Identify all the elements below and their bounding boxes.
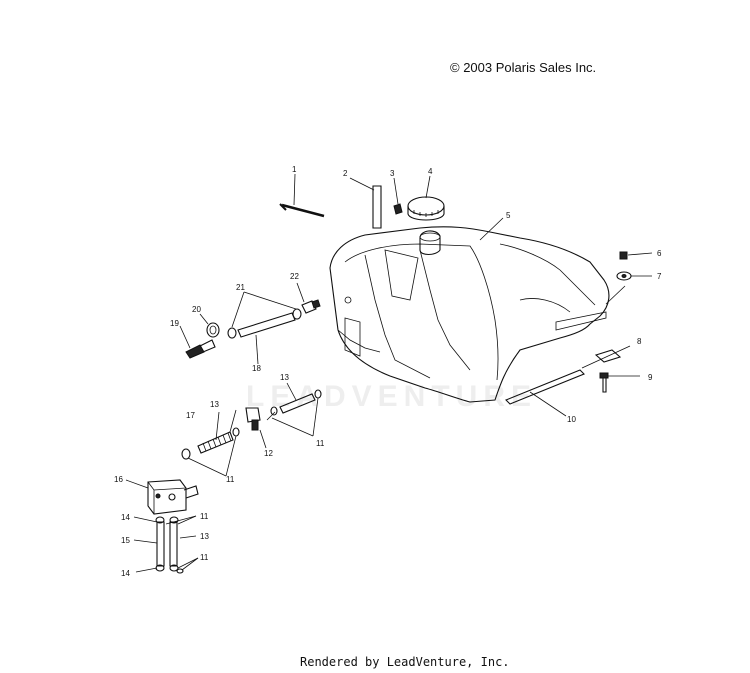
callout-15: 15: [121, 536, 130, 545]
filter-part-20[interactable]: [206, 322, 220, 338]
callout-11b: 11: [226, 475, 235, 484]
fitting-part-19[interactable]: [185, 339, 216, 359]
watermark-text: LEADVENTURE: [246, 380, 538, 413]
callout-6: 6: [657, 249, 662, 258]
callout-11c: 11: [200, 512, 209, 521]
callout-18: 18: [252, 364, 261, 373]
callout-8: 8: [637, 337, 642, 346]
fuel-line-part-18[interactable]: [237, 312, 296, 338]
callout-13c: 13: [200, 532, 209, 541]
clamps-part-14-top[interactable]: [155, 516, 179, 524]
callout-22: 22: [290, 272, 299, 281]
fitting-part-22[interactable]: [301, 299, 321, 314]
hose-part-13-upper[interactable]: [270, 389, 322, 416]
callout-11a: 11: [316, 439, 325, 448]
callout-7: 7: [657, 272, 662, 281]
callout-5: 5: [506, 211, 511, 220]
leader-lines: [125, 173, 653, 573]
copyright-text: © 2003 Polaris Sales Inc.: [450, 60, 597, 75]
hose-part-13-lower[interactable]: [169, 521, 178, 567]
fuel-valve-part-16[interactable]: [147, 479, 199, 515]
fuel-tank[interactable]: [329, 226, 610, 403]
callout-1: 1: [292, 165, 297, 174]
washer-part-7[interactable]: [616, 271, 632, 281]
callout-20: 20: [192, 305, 201, 314]
callout-3: 3: [390, 169, 395, 178]
valve-part-3[interactable]: [393, 203, 403, 215]
footer-credit: Rendered by LeadVenture, Inc.: [300, 655, 510, 669]
fuel-cap-part-4[interactable]: [407, 196, 445, 221]
nut-part-6[interactable]: [619, 251, 628, 260]
callout-13b: 13: [210, 400, 219, 409]
callout-17: 17: [186, 411, 195, 420]
callout-4: 4: [428, 167, 433, 176]
callout-labels: 1 2 3 4 5 6 7 8 9 10 11 11 11 11 12 13 1…: [114, 165, 662, 578]
vent-tube-part-2[interactable]: [372, 185, 382, 229]
pad-part-10[interactable]: [505, 369, 585, 405]
tee-fitting-part-12[interactable]: [245, 407, 261, 431]
bracket-part-8[interactable]: [594, 349, 622, 363]
callout-16: 16: [114, 475, 123, 484]
callout-19: 19: [170, 319, 179, 328]
callout-2: 2: [343, 169, 348, 178]
callout-12: 12: [264, 449, 273, 458]
callout-14a: 14: [121, 513, 130, 522]
callout-21: 21: [236, 283, 245, 292]
callout-11d: 11: [200, 553, 209, 562]
callout-13a: 13: [280, 373, 289, 382]
callout-9: 9: [648, 373, 653, 382]
callout-10: 10: [567, 415, 576, 424]
bolt-part-9[interactable]: [599, 372, 609, 393]
spring-hose-part-17[interactable]: [197, 431, 234, 454]
hose-part-15[interactable]: [156, 521, 165, 567]
clamp-part-21[interactable]: [227, 308, 302, 339]
strap-part-1[interactable]: [279, 203, 325, 218]
callout-14b: 14: [121, 569, 130, 578]
